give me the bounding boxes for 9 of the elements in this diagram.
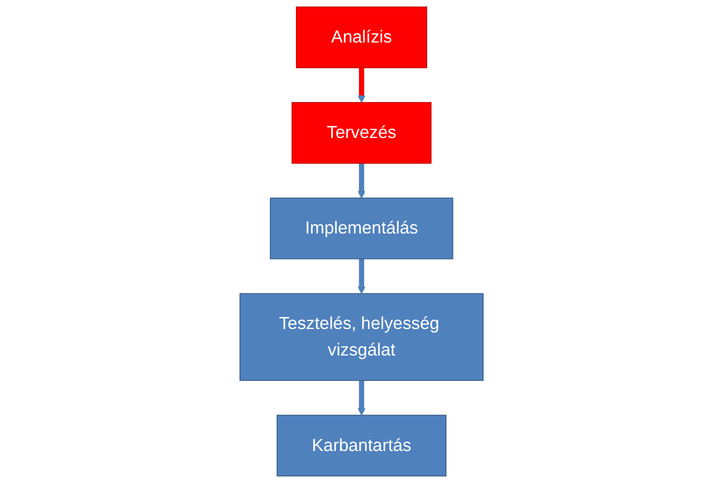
node-box: Tesztelés, helyesség vizsgálat bbox=[240, 293, 484, 381]
node-box: Tervezés bbox=[292, 102, 432, 164]
node-box: Karbantartás bbox=[277, 414, 447, 476]
node-box: Analízis bbox=[296, 6, 428, 68]
arrow bbox=[358, 258, 366, 294]
node-box: Implementálás bbox=[270, 198, 454, 260]
arrow bbox=[358, 380, 366, 416]
arrow bbox=[358, 68, 366, 103]
arrow bbox=[358, 163, 366, 198]
